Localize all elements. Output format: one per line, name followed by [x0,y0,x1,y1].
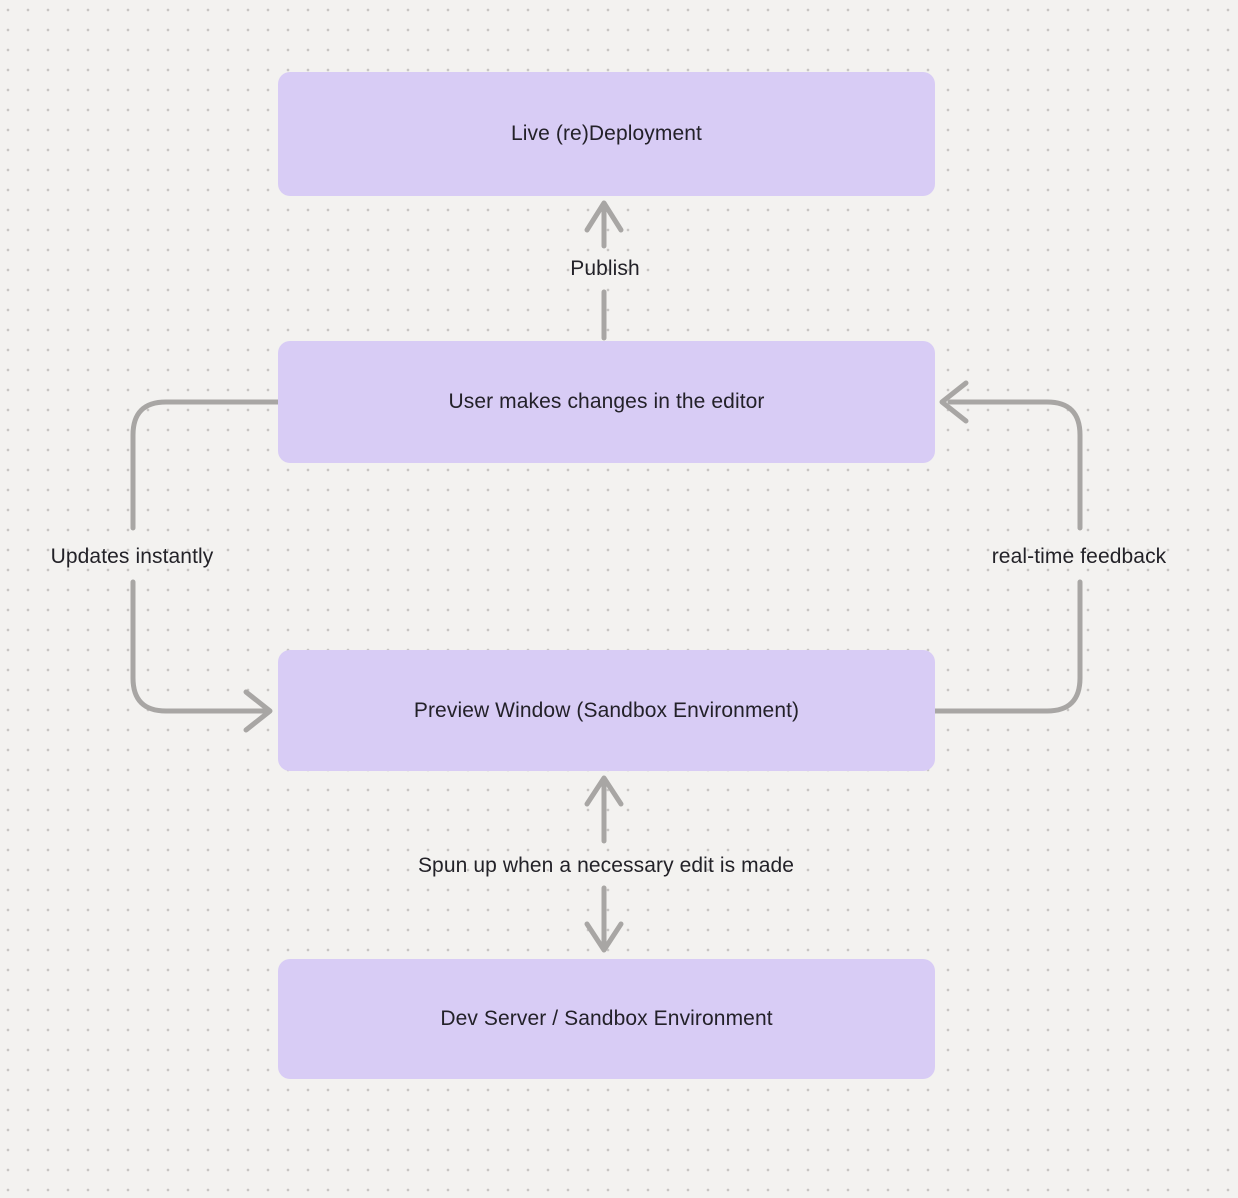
node-preview-window-label: Preview Window (Sandbox Environment) [413,698,800,722]
node-editor-label: User makes changes in the editor [448,390,765,413]
node-editor: User makes changes in the editor [278,341,935,463]
edge-feedback-line-lower [932,579,1083,714]
edge-spunup-arrowhead-down-icon [584,921,624,953]
edge-label-publish: Publish [570,257,640,280]
edge-updates-line-upper [130,399,281,531]
edge-publish-arrowhead-up-icon [584,200,624,233]
node-live-deployment-label: Live (re)Deployment [511,122,702,145]
node-dev-server: Dev Server / Sandbox Environment [278,959,935,1079]
node-dev-server-label: Dev Server / Sandbox Environment [440,1007,773,1030]
edge-label-updates-instantly: Updates instantly [50,545,214,568]
edge-label-spun-up: Spun up when a necessary edit is made [417,854,795,877]
node-preview-window: Preview Window (Sandbox Environment) [278,650,935,771]
edge-feedback-arrowhead-left-icon [939,380,969,424]
edge-updates-line-lower [130,579,267,714]
edge-label-real-time-feedback: real-time feedback [991,545,1167,568]
edge-updates-arrowhead-right-icon [243,689,273,733]
node-live-deployment: Live (re)Deployment [278,72,935,196]
edge-feedback-line-upper [947,399,1083,531]
edge-spunup-arrowhead-up-icon [584,775,624,807]
